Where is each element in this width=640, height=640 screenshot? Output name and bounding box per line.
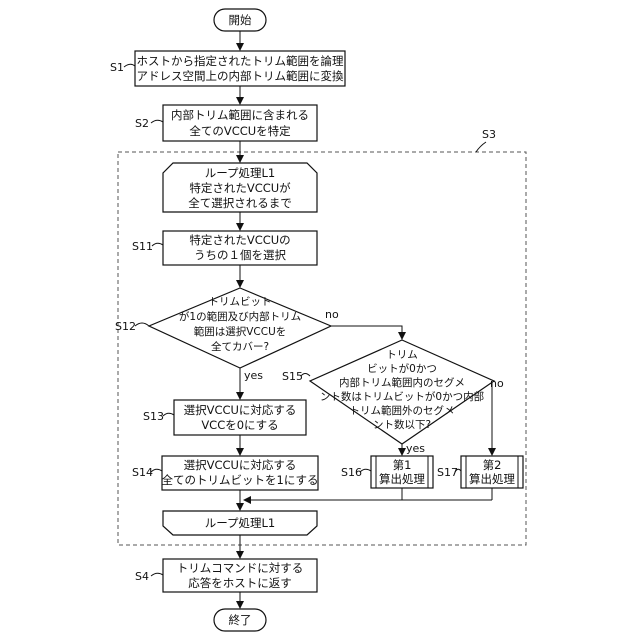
s4-leader [151, 573, 163, 576]
s15-line-1: トリム [386, 349, 418, 361]
s13-line-2: VCCを0にする [201, 418, 278, 432]
s15-no-label: no [490, 377, 504, 390]
start-text: 開始 [229, 13, 252, 27]
s17-step-label: S17 [437, 466, 458, 479]
s1-line-2: アドレス空間上の内部トリム範囲に変換 [137, 69, 344, 83]
s2-line-1: 内部トリム範囲に含まれる [171, 108, 309, 122]
s15-line-2: ビットが0かつ [367, 362, 437, 375]
s1-leader [124, 64, 135, 67]
s16-step-label: S16 [341, 466, 362, 479]
s15-line-6: ント数以下? [373, 418, 431, 431]
s16-line-2: 算出処理 [379, 472, 425, 486]
s14-line-1: 選択VCCUに対応する [184, 458, 297, 472]
s15-line-3: 内部トリム範囲内のセグメ [339, 376, 465, 389]
s13-leader [163, 413, 174, 416]
s14-line-2: 全てのトリムビットを1にする [162, 473, 319, 487]
s11-step-label: S11 [132, 240, 153, 253]
loop-start-line-3: 全て選択されるまで [188, 196, 292, 210]
s14-step-label: S14 [132, 466, 153, 479]
loop-start-line-2: 特定されたVCCUが [189, 181, 291, 195]
s2-line-2: 全てのVCCUを特定 [189, 124, 291, 138]
s15-line-5: トリム範囲外のセグメ [350, 404, 455, 417]
s12-line-2: が1の範囲及び内部トリム [179, 310, 301, 323]
s2-leader [151, 120, 163, 123]
s12-step-label: S12 [115, 320, 136, 333]
s15-yes-label: yes [406, 442, 425, 455]
loop-end-text: ループ処理L1 [205, 516, 276, 530]
s11-line-1: 特定されたVCCUの [189, 233, 290, 247]
s1-step-label: S1 [110, 61, 124, 74]
s1-line-1: ホストから指定されたトリム範囲を論理 [137, 54, 344, 68]
s17-line-2: 算出処理 [469, 472, 515, 486]
s17-line-1: 第2 [483, 458, 502, 472]
loop-start-line-1: ループ処理L1 [205, 166, 276, 180]
s12-no-label: no [325, 308, 339, 321]
s16-line-1: 第1 [393, 458, 412, 472]
s12-yes-label: yes [244, 369, 263, 382]
s11-leader [152, 243, 163, 246]
s15-line-4: ント数はトリムビットが0かつ内部 [320, 390, 484, 403]
s4-line-1: トリムコマンドに対する [177, 561, 304, 575]
s13-line-1: 選択VCCUに対応する [184, 403, 297, 417]
s4-line-2: 応答をホストに返す [188, 576, 292, 590]
s15-step-label: S15 [282, 370, 303, 383]
s4-step-label: S4 [135, 570, 149, 583]
s11-line-2: うちの１個を選択 [194, 248, 286, 262]
s12-line-4: 全てカバー? [211, 340, 269, 353]
s2-step-label: S2 [135, 117, 149, 130]
s3-leader [476, 142, 486, 152]
s12-line-1: トリムビット [209, 296, 272, 308]
s12-leader [135, 323, 149, 326]
s3-step-label: S3 [482, 128, 496, 141]
s12-line-3: 範囲は選択VCCUを [194, 325, 287, 338]
end-text: 終了 [229, 613, 252, 627]
s13-step-label: S13 [143, 410, 164, 423]
